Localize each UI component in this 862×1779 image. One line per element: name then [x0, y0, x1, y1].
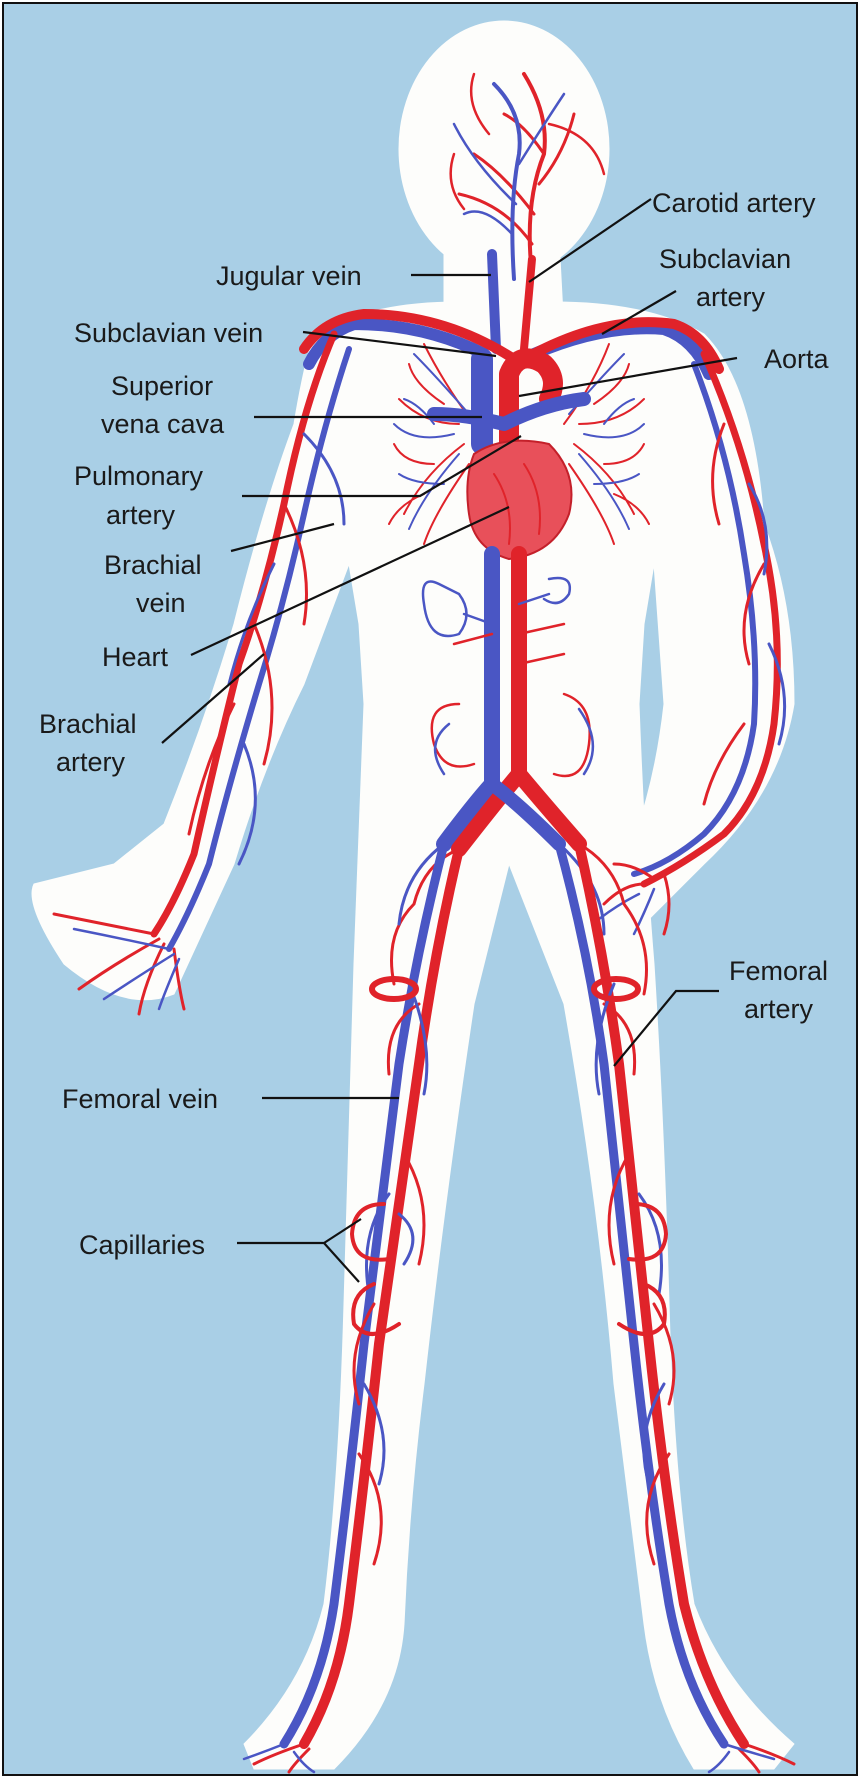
label-pulmonary-artery-line2: artery — [106, 500, 176, 530]
label-brachial-vein-line2: vein — [136, 588, 186, 618]
label-pulmonary-artery-line1: Pulmonary — [74, 461, 204, 491]
label-superior-vena-cava-line2: vena cava — [101, 409, 225, 439]
label-subclavian-artery-line1: Subclavian — [659, 244, 791, 274]
label-heart: Heart — [102, 642, 169, 672]
label-femoral-artery-line2: artery — [744, 994, 814, 1024]
circulatory-system-diagram: Carotid artery Jugular vein Subclavian a… — [4, 4, 856, 1774]
label-femoral-artery-line1: Femoral — [729, 956, 828, 986]
label-superior-vena-cava-line1: Superior — [111, 371, 213, 401]
label-aorta: Aorta — [764, 344, 830, 374]
jugular-vein — [492, 254, 496, 349]
label-jugular-vein: Jugular vein — [216, 261, 362, 291]
label-brachial-artery-line1: Brachial — [39, 709, 137, 739]
label-femoral-vein: Femoral vein — [62, 1084, 218, 1114]
label-capillaries: Capillaries — [79, 1230, 205, 1260]
label-subclavian-artery-line2: artery — [696, 282, 766, 312]
label-brachial-vein-line1: Brachial — [104, 550, 202, 580]
label-subclavian-vein: Subclavian vein — [74, 318, 263, 348]
label-carotid-artery: Carotid artery — [652, 188, 816, 218]
label-brachial-artery-line2: artery — [56, 747, 126, 777]
